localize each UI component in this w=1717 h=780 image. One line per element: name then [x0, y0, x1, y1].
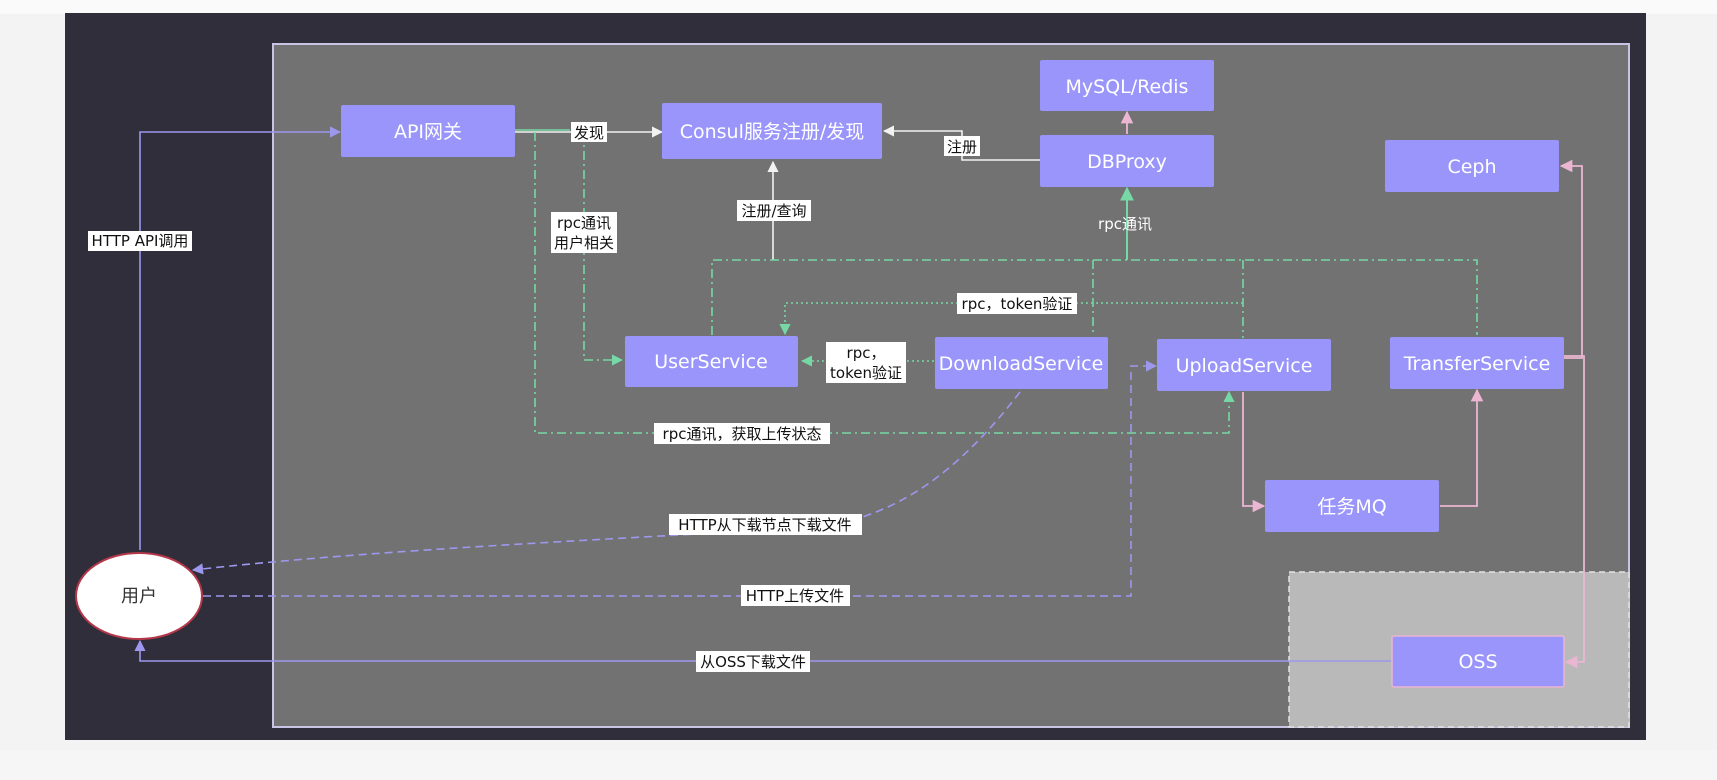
edge-transfer-to-ceph	[1559, 159, 1583, 359]
label-rpc-token-top-text: rpc，token验证	[962, 295, 1073, 313]
label-rpc-user-line1: rpc通讯	[557, 214, 611, 232]
top-band	[0, 0, 1717, 14]
label-http-api-call-text: HTTP API调用	[92, 232, 189, 250]
label-register: 注册	[944, 136, 980, 156]
label-rpc-token-left-line1: rpc，	[847, 344, 886, 362]
node-consul: Consul服务注册/发现	[662, 103, 882, 159]
node-mysql-redis: MySQL/Redis	[1040, 60, 1214, 111]
node-ceph-label: Ceph	[1447, 156, 1496, 178]
node-user-label: 用户	[121, 586, 157, 607]
node-api-gateway-label: API网关	[394, 121, 462, 143]
edge-user-to-upload	[203, 360, 1158, 597]
bottom-band	[0, 750, 1717, 780]
edge-oss-to-user	[134, 639, 1392, 662]
node-download-service-label: DownloadService	[939, 353, 1104, 375]
label-http-upload: HTTP上传文件	[741, 585, 850, 606]
label-register-query: 注册/查询	[737, 200, 811, 221]
node-transfer-service: TransferService	[1390, 337, 1564, 389]
label-rpc-upload-status-text: rpc通讯，获取上传状态	[663, 425, 822, 443]
node-dbproxy: DBProxy	[1040, 135, 1214, 187]
label-register-query-text: 注册/查询	[741, 202, 806, 220]
node-api-gateway: API网关	[341, 105, 515, 157]
node-user-service-label: UserService	[654, 351, 768, 373]
node-user-service: UserService	[625, 336, 798, 387]
label-rpc-user-line2: 用户相关	[554, 234, 614, 252]
node-task-mq: 任务MQ	[1265, 480, 1439, 532]
label-discover: 发现	[571, 122, 607, 142]
node-user: 用户	[75, 552, 203, 640]
label-rpc-token-left: rpc， token验证	[826, 342, 906, 383]
label-oss-download-text: 从OSS下载文件	[700, 653, 806, 671]
label-http-upload-text: HTTP上传文件	[746, 587, 844, 605]
label-oss-download: 从OSS下载文件	[696, 651, 810, 672]
label-register-text: 注册	[947, 138, 977, 156]
node-upload-service: UploadService	[1157, 339, 1331, 391]
label-rpc-dbproxy: rpc通讯	[1098, 215, 1152, 233]
node-download-service: DownloadService	[935, 337, 1108, 389]
edge-service-bus	[711, 259, 1478, 335]
label-rpc-upload-status: rpc通讯，获取上传状态	[654, 423, 830, 444]
edge-api-to-userservice	[583, 132, 624, 366]
node-mysql-redis-label: MySQL/Redis	[1066, 76, 1189, 98]
node-task-mq-label: 任务MQ	[1317, 496, 1386, 518]
edge-upload-to-mq	[1242, 392, 1266, 513]
node-dbproxy-label: DBProxy	[1087, 151, 1167, 173]
node-upload-service-label: UploadService	[1176, 355, 1313, 377]
node-oss-label: OSS	[1458, 651, 1497, 673]
edge-mq-to-transfer	[1440, 388, 1484, 507]
edge-transfer-to-oss	[1564, 355, 1585, 669]
edge-user-to-api	[139, 126, 342, 550]
label-http-download-node: HTTP从下载节点下载文件	[669, 514, 862, 535]
node-ceph: Ceph	[1385, 140, 1559, 192]
node-consul-label: Consul服务注册/发现	[680, 121, 865, 143]
edge-download-to-user	[191, 391, 1021, 575]
label-http-download-node-text: HTTP从下载节点下载文件	[678, 516, 851, 534]
label-rpc-token-left-line2: token验证	[830, 364, 902, 382]
edge-api-to-uploadservice	[534, 132, 1235, 434]
node-oss: OSS	[1391, 635, 1565, 688]
label-rpc-token-top: rpc，token验证	[957, 293, 1077, 314]
label-rpc-user-related: rpc通讯 用户相关	[551, 212, 617, 253]
node-transfer-service-label: TransferService	[1403, 353, 1551, 375]
label-http-api-call: HTTP API调用	[88, 231, 192, 251]
label-discover-text: 发现	[574, 124, 604, 142]
